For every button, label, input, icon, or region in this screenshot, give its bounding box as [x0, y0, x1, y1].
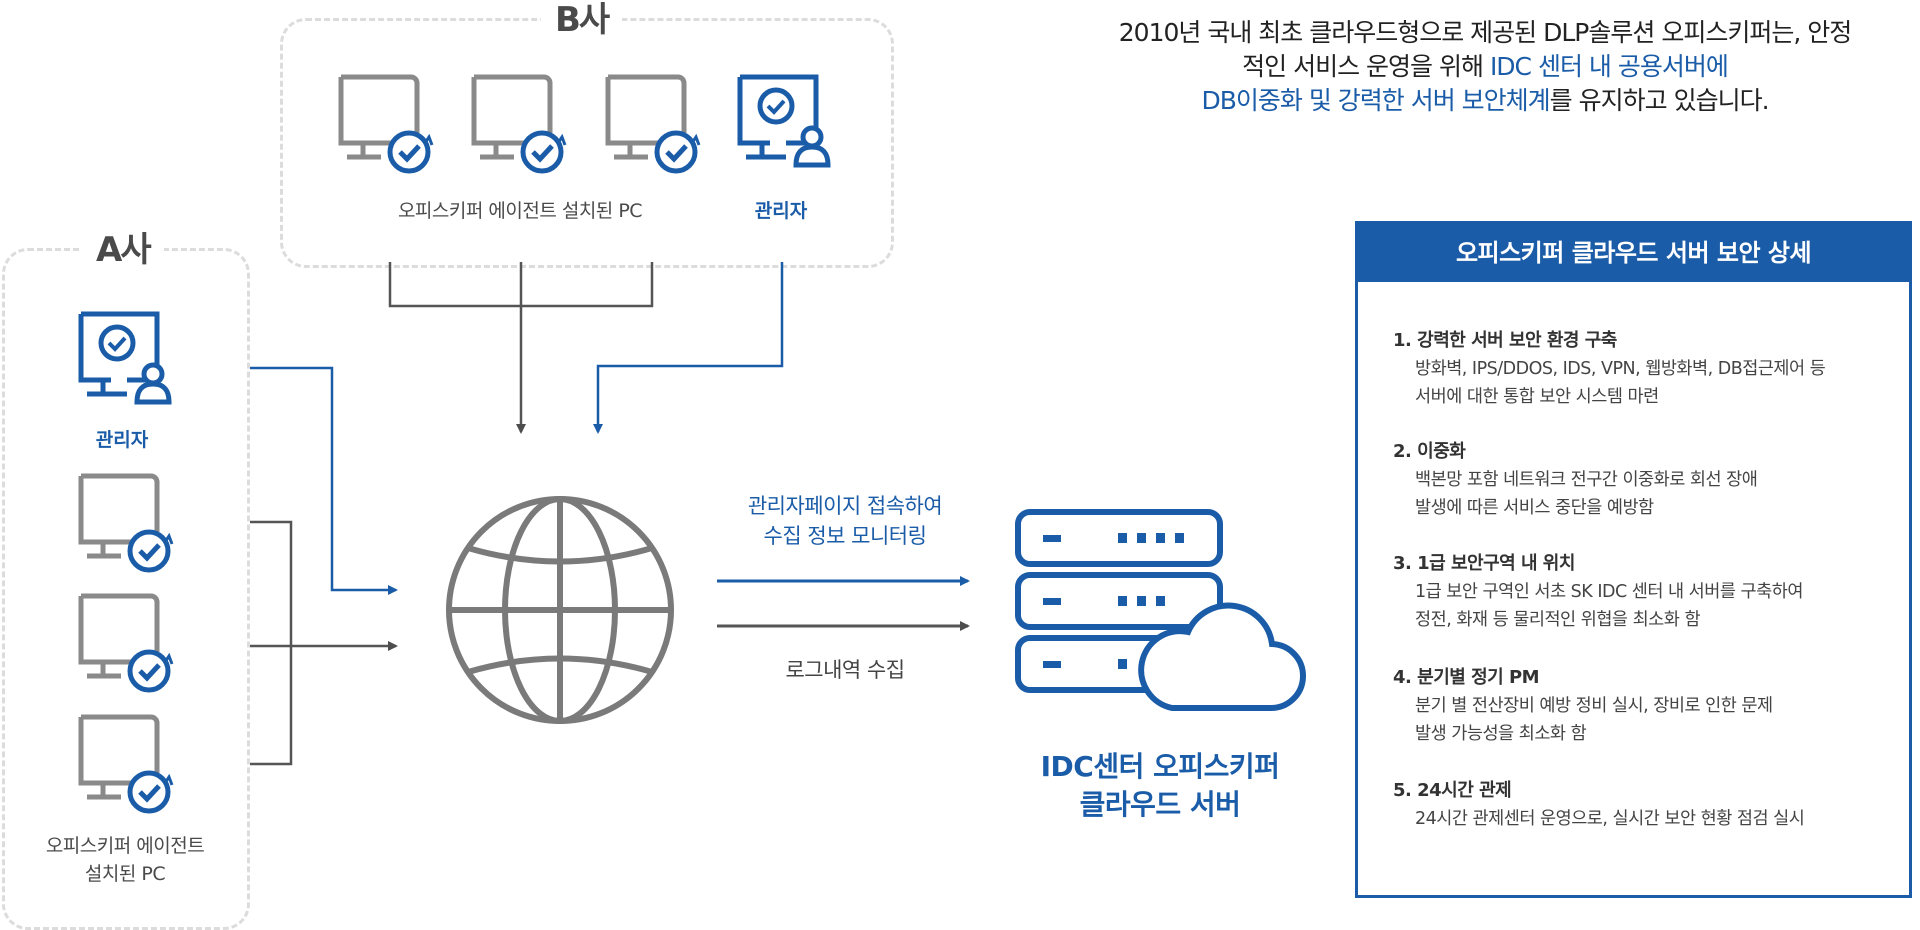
intro-line-1: 2010년 국내 최초 클라우드형으로 제공된 DLP솔루션 오피스키퍼는, 안…	[1118, 18, 1852, 47]
panel-item-title: 1. 강력한 서버 보안 환경 구축	[1393, 330, 1617, 351]
panel-item-desc: 서버에 대한 통합 보안 시스템 마련	[1415, 387, 1659, 407]
company-a-pc-label-line-1: 오피스키퍼 에이전트	[45, 835, 205, 857]
intro-line-3-plain: 를 유지하고 있습니다.	[1549, 86, 1770, 115]
panel-item: 5. 24시간 관제 24시간 관제센터 운영으로, 실시간 보안 현황 점검 …	[1393, 777, 1893, 833]
admin-pc-icon	[740, 77, 828, 165]
intro-line-2-plain: 적인 서비스 운영을 위해	[1242, 52, 1490, 81]
company-b-admin-label: 관리자	[754, 200, 808, 222]
pc-check-icon	[474, 77, 565, 171]
pc-check-icon	[341, 77, 432, 171]
pc-check-icon	[81, 717, 172, 811]
panel-item-desc: 방화벽, IPS/DDOS, IDS, VPN, 웹방화벽, DB접근제어 등	[1415, 359, 1826, 379]
panel-item-title: 5. 24시간 관제	[1393, 780, 1512, 801]
company-a-pc-label: 오피스키퍼 에이전트 설치된 PC	[10, 832, 240, 888]
monitor-label-line-1: 관리자페이지 접속하여	[747, 494, 943, 518]
log-label: 로그내역 수집	[785, 658, 905, 682]
panel-item-title: 4. 분기별 정기 PM	[1393, 667, 1540, 688]
panel-item-desc: 백본망 포함 네트워크 전구간 이중화로 회선 장애	[1415, 470, 1758, 490]
server-title-line-2: 클라우드 서버	[1079, 788, 1241, 821]
intro-line-2-highlight: IDC 센터 내 공용서버에	[1489, 52, 1729, 81]
security-detail-panel: 오피스키퍼 클라우드 서버 보안 상세 1. 강력한 서버 보안 환경 구축 방…	[1355, 221, 1912, 898]
panel-item: 3. 1급 보안구역 내 위치 1급 보안 구역인 서초 SK IDC 센터 내…	[1393, 550, 1893, 634]
server-cloud-icon	[1015, 509, 1306, 712]
pc-check-icon	[608, 77, 699, 171]
monitor-label-line-2: 수집 정보 모니터링	[763, 524, 927, 548]
pc-check-icon	[81, 476, 172, 570]
panel-header: 오피스키퍼 클라우드 서버 보안 상세	[1358, 224, 1909, 282]
panel-item: 2. 이중화 백본망 포함 네트워크 전구간 이중화로 회선 장애 발생에 따른…	[1393, 438, 1893, 522]
intro-text: 2010년 국내 최초 클라우드형으로 제공된 DLP솔루션 오피스키퍼는, 안…	[1060, 16, 1910, 118]
company-a-pc-label-line-2: 설치된 PC	[84, 863, 166, 885]
panel-item-title: 2. 이중화	[1393, 441, 1466, 462]
globe-icon	[446, 496, 674, 724]
intro-line-3-highlight: DB이중화 및 강력한 서버 보안체계	[1201, 86, 1550, 115]
panel-item-desc: 24시간 관제센터 운영으로, 실시간 보안 현황 점검 실시	[1415, 809, 1805, 829]
intro-line-2: 적인 서비스 운영을 위해 IDC 센터 내 공용서버에	[1060, 50, 1910, 84]
company-b-label: B사	[541, 0, 623, 40]
server-title-line-1: IDC센터 오피스키퍼	[1040, 750, 1280, 783]
panel-item-desc: 분기 별 전산장비 예방 정비 실시, 장비로 인한 문제	[1415, 696, 1773, 716]
admin-pc-icon	[81, 314, 169, 402]
company-a-admin-label: 관리자	[95, 429, 149, 451]
monitor-label: 관리자페이지 접속하여 수집 정보 모니터링	[700, 491, 990, 551]
server-title: IDC센터 오피스키퍼 클라우드 서버	[1000, 748, 1320, 824]
panel-item: 1. 강력한 서버 보안 환경 구축 방화벽, IPS/DDOS, IDS, V…	[1393, 327, 1893, 411]
pc-check-icon	[81, 596, 172, 690]
panel-item-desc: 1급 보안 구역인 서초 SK IDC 센터 내 서버를 구축하여	[1415, 582, 1803, 602]
panel-item-title: 3. 1급 보안구역 내 위치	[1393, 553, 1575, 574]
panel-item: 4. 분기별 정기 PM 분기 별 전산장비 예방 정비 실시, 장비로 인한 …	[1393, 664, 1893, 748]
panel-item-desc: 발생에 따른 서비스 중단을 예방함	[1415, 498, 1654, 518]
company-b-pc-label: 오피스키퍼 에이전트 설치된 PC	[397, 200, 643, 222]
panel-item-desc: 발생 가능성을 최소화 함	[1415, 724, 1587, 744]
panel-item-desc: 정전, 화재 등 물리적인 위협을 최소화 함	[1415, 610, 1701, 630]
intro-line-3: DB이중화 및 강력한 서버 보안체계를 유지하고 있습니다.	[1060, 84, 1910, 118]
company-a-label: A사	[82, 230, 164, 270]
